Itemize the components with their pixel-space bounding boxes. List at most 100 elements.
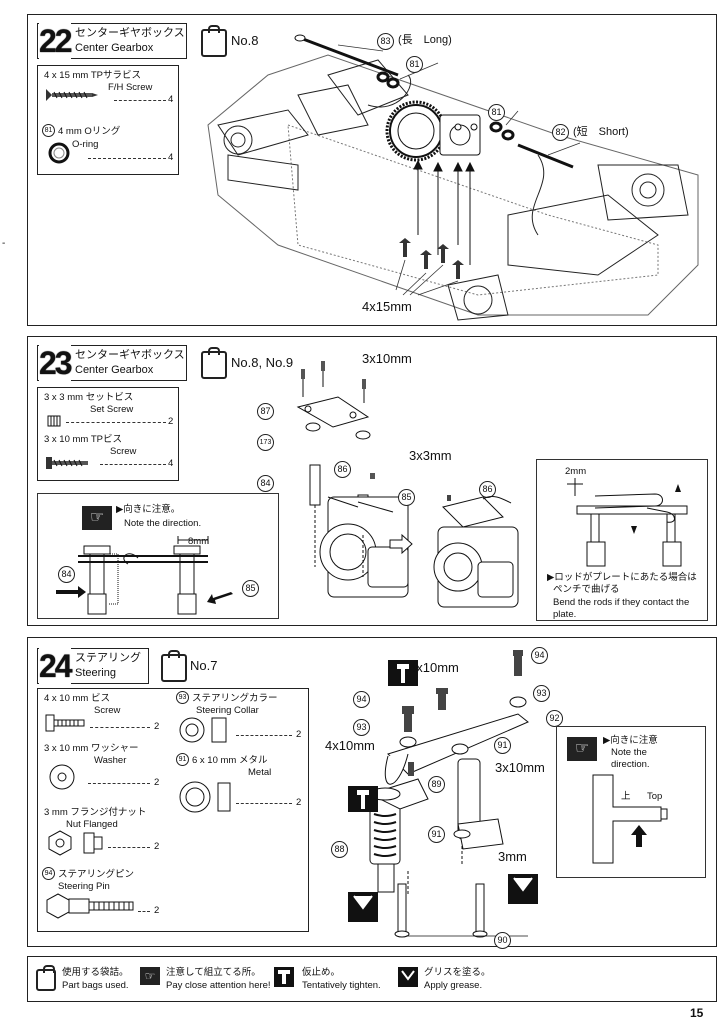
callout-81-top: 81 — [406, 54, 423, 73]
screw-4x10-top-label: 4x10mm — [409, 660, 459, 675]
callout-85: 85 — [398, 487, 415, 506]
bend-note-en-1: Bend the rods if they contact the — [553, 597, 690, 608]
top-orientation-drawing — [592, 774, 668, 864]
note-jp: ▶向きに注意。 — [116, 504, 181, 515]
washer-3x10-label: 3x10mm — [495, 760, 545, 775]
note-callout-84: 84 — [58, 564, 75, 583]
callout-89: 89 — [428, 774, 445, 793]
part-qty: 4 — [168, 458, 174, 469]
legend-tighten-en: Tentatively tighten. — [302, 980, 381, 991]
chassis-drawing — [207, 34, 699, 321]
step-23-panel: 23 センターギヤボックス Center Gearbox No.8, No.9 … — [27, 336, 717, 626]
assembled-gearbox-drawing — [433, 495, 519, 608]
step-24-direction-note: ☞ ▶向きに注意 Note the direction. 上 Top — [556, 726, 706, 878]
legend-bag-en: Part bags used. — [62, 980, 129, 991]
part-qty: 2 — [154, 905, 160, 916]
part-size: 3 x 10 mm ワッシャー — [44, 743, 139, 754]
callout-88: 88 — [331, 839, 348, 858]
note-en-2: direction. — [611, 759, 650, 770]
part-size: 3 mm フランジ付ナット — [44, 807, 147, 818]
step-24-parts-box: 4 x 10 mm ビス Screw 2 3 x 10 mm ワッシャー Was… — [37, 688, 309, 932]
part-size: 4 x 10 mm ビス — [44, 693, 110, 704]
note-en: Note the direction. — [124, 518, 202, 529]
bag-icon — [161, 650, 187, 682]
step-23-title-jp: センターギヤボックス — [75, 349, 185, 361]
step-22-parts-box: 4 x 15 mm TPサラビス F/H Screw 4 81 4 mm Oリン… — [37, 65, 179, 175]
step-24-title-jp: ステアリング — [75, 652, 141, 664]
step-23-header: 23 センターギヤボックス Center Gearbox — [37, 345, 187, 382]
tp-screw-icon — [46, 89, 98, 101]
callout-82: 82 — [552, 122, 569, 141]
part-qty: 2 — [168, 416, 174, 427]
o-ring-icon — [48, 142, 70, 164]
legend-bag-jp: 使用する袋詰。 — [62, 967, 129, 978]
bend-rod-drawing — [567, 478, 688, 567]
part-size: 4 mm Oリング — [58, 126, 121, 137]
washer-icon — [49, 764, 75, 790]
step-23-number: 23 — [39, 345, 73, 382]
hand-icon: ☞ — [567, 737, 597, 761]
part-ref-93: 93 — [176, 691, 189, 704]
step-22-title-en: Center Gearbox — [75, 42, 154, 54]
note-dim: 8mm — [188, 536, 210, 547]
part-qty: 4 — [168, 152, 174, 163]
part-name: F/H Screw — [108, 82, 153, 93]
side-mark: - — [2, 238, 6, 249]
steering-pin-icon — [46, 893, 134, 919]
callout-93: 93 — [353, 717, 370, 736]
part-size: ステアリングカラー — [192, 693, 278, 704]
callout-93-top: 93 — [533, 683, 550, 702]
legend-grease-en: Apply grease. — [424, 980, 483, 991]
step-22-bag-label: No.8 — [231, 33, 259, 48]
dim-2mm: 2mm — [565, 466, 587, 477]
screw-3x10-label: 3x10mm — [362, 351, 412, 366]
hand-icon: ☞ — [82, 506, 112, 530]
bag-icon — [36, 965, 56, 991]
part-size: 3 x 10 mm TPビス — [44, 434, 122, 445]
note-callout-85: 85 — [242, 578, 259, 597]
bend-note-en-2: plate. — [553, 609, 577, 620]
step-22-number: 22 — [39, 23, 73, 60]
step-24-bag-label: No.7 — [190, 658, 218, 673]
step-24-panel: 24 ステアリング Steering No.7 4 x 10 mm ビス Scr… — [27, 637, 717, 949]
step-23-title-en: Center Gearbox — [75, 364, 154, 376]
note-en-1: Note the — [611, 747, 647, 758]
callout-83-label: (長 Long) — [398, 34, 452, 46]
metal-bushing-icon — [179, 781, 231, 813]
part-qty: 4 — [168, 94, 174, 105]
bag-icon — [201, 347, 227, 379]
set-screw-icon — [47, 415, 61, 427]
callout-82-label: (短 Short) — [573, 126, 629, 138]
legend-tighten-jp: 仮止め。 — [302, 967, 341, 978]
part-size: ステアリングピン — [58, 869, 135, 880]
callout-92: 92 — [546, 708, 563, 727]
top-jp: 上 — [621, 791, 631, 802]
callout-84: 84 — [257, 473, 274, 492]
callout-94-top: 94 — [531, 645, 548, 664]
part-ref-94: 94 — [42, 867, 55, 880]
part-name: Screw — [110, 446, 137, 457]
screw-4x10-left-label: 4x10mm — [325, 738, 375, 753]
part-name: Metal — [248, 767, 272, 778]
legend-hand-jp: 注意して組立てる所。 — [166, 967, 261, 978]
tp-screw-icon — [46, 457, 88, 469]
callout-81-right: 81 — [488, 102, 505, 121]
part-name: Screw — [94, 705, 121, 716]
flange-nut-icon — [48, 830, 103, 856]
legend-grease-jp: グリスを塗る。 — [424, 967, 491, 978]
page-number: 15 — [690, 1006, 704, 1020]
part-name: Nut Flanged — [66, 819, 118, 830]
note-jp: ▶向きに注意 — [603, 735, 658, 746]
screw-icon — [45, 714, 85, 732]
step-23-bag-label: No.8, No.9 — [231, 355, 294, 370]
part-ref-81: 81 — [42, 124, 55, 137]
callout-90: 90 — [494, 930, 511, 949]
callout-86: 86 — [334, 459, 351, 478]
nut-3mm-label: 3mm — [498, 849, 527, 864]
step-23-bend-note: 2mm ▶ロッドがプレートにあたる場合は ペンチで曲げる Bend the ro… — [536, 459, 708, 621]
part-qty: 2 — [154, 721, 160, 732]
part-name: O-ring — [72, 139, 99, 150]
callout-173: 173 — [257, 431, 274, 451]
part-name: Washer — [94, 755, 127, 766]
screw-4x15-label: 4x15mm — [362, 299, 412, 314]
